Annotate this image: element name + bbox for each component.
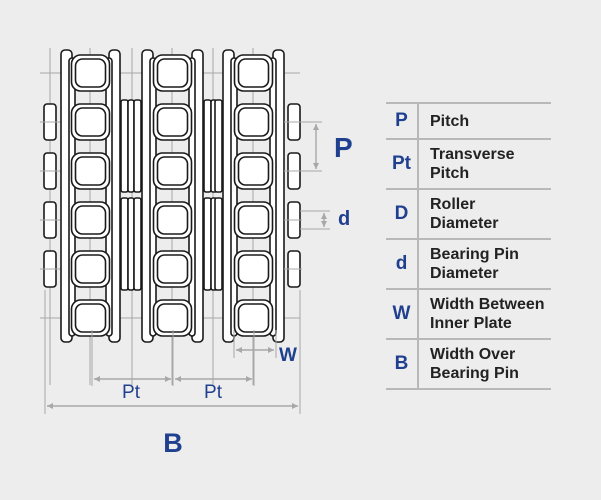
arrowhead [246, 376, 252, 382]
inner-link-plate [149, 57, 157, 337]
pin-plate [133, 197, 142, 291]
legend-symbol: B [386, 338, 419, 390]
bearing-pin-ends [40, 103, 302, 288]
pin-plate [120, 197, 129, 291]
bushing [156, 156, 189, 186]
bushing [237, 303, 270, 333]
inner-width-dimension-label: W [279, 345, 297, 366]
bushing [74, 303, 107, 333]
arrowhead [236, 347, 242, 353]
arrowhead [165, 376, 171, 382]
pin-plate [133, 99, 142, 193]
pin-diameter-dimension [321, 213, 327, 227]
bushing [156, 205, 189, 235]
bushing [237, 254, 270, 284]
chain-strand-2 [141, 49, 204, 343]
bushing [237, 107, 270, 137]
arrowhead [321, 221, 327, 227]
dimension-lines [44, 121, 330, 414]
bushing [74, 58, 107, 88]
bushing [74, 156, 107, 186]
inner-link-plate [188, 57, 196, 337]
pin-plate [120, 99, 129, 193]
bushing [74, 107, 107, 137]
legend-row: P Pitch [386, 102, 551, 140]
intermediate-pin-plates [120, 99, 223, 291]
bushing [156, 254, 189, 284]
arrowhead [313, 124, 319, 130]
bushing [156, 107, 189, 137]
pin-plate [127, 197, 135, 291]
arrowhead [268, 347, 274, 353]
pin-plate [203, 197, 212, 291]
inner-link-plate [230, 57, 238, 337]
bushing [237, 156, 270, 186]
arrowhead [321, 213, 327, 219]
bushing [156, 58, 189, 88]
pin-diameter-dimension-label: d [338, 208, 350, 230]
transverse-pitch-label-2: Pt [204, 382, 223, 403]
pin-plate [214, 99, 223, 193]
arrowhead [94, 376, 100, 382]
transverse-pitch-label-1: Pt [122, 382, 141, 403]
chain-strand-3 [222, 49, 285, 343]
bushing [74, 254, 107, 284]
overall-width-dimension-label: B [163, 428, 183, 458]
legend-symbol: d [386, 238, 419, 290]
inner-link-plate [105, 57, 113, 337]
bushing [74, 205, 107, 235]
inner-link-plate [68, 57, 76, 337]
pin-plate [203, 99, 212, 193]
bushing [237, 58, 270, 88]
legend-symbol: W [386, 288, 419, 340]
inner-width-dimension [236, 347, 274, 353]
chain-strand-1 [60, 49, 121, 343]
legend-symbol: P [386, 102, 419, 140]
arrowhead [292, 403, 298, 409]
pitch-dimension-label: P [334, 132, 353, 163]
pin-plate [214, 197, 223, 291]
inner-link-plate [269, 57, 277, 337]
arrowhead [313, 163, 319, 169]
legend-symbol: D [386, 188, 419, 240]
transverse-pitch-dimension [94, 376, 171, 382]
bushing [156, 303, 189, 333]
overall-width-dimension [47, 403, 298, 409]
chain-drawing [40, 48, 302, 385]
arrowhead [175, 376, 181, 382]
pin-plate [127, 99, 135, 193]
legend-description: Pitch [418, 102, 551, 140]
pitch-dimension [313, 124, 319, 169]
arrowhead [47, 403, 53, 409]
bushing [237, 205, 270, 235]
transverse-pitch-dimension [175, 376, 252, 382]
legend-symbol: Pt [386, 138, 419, 190]
